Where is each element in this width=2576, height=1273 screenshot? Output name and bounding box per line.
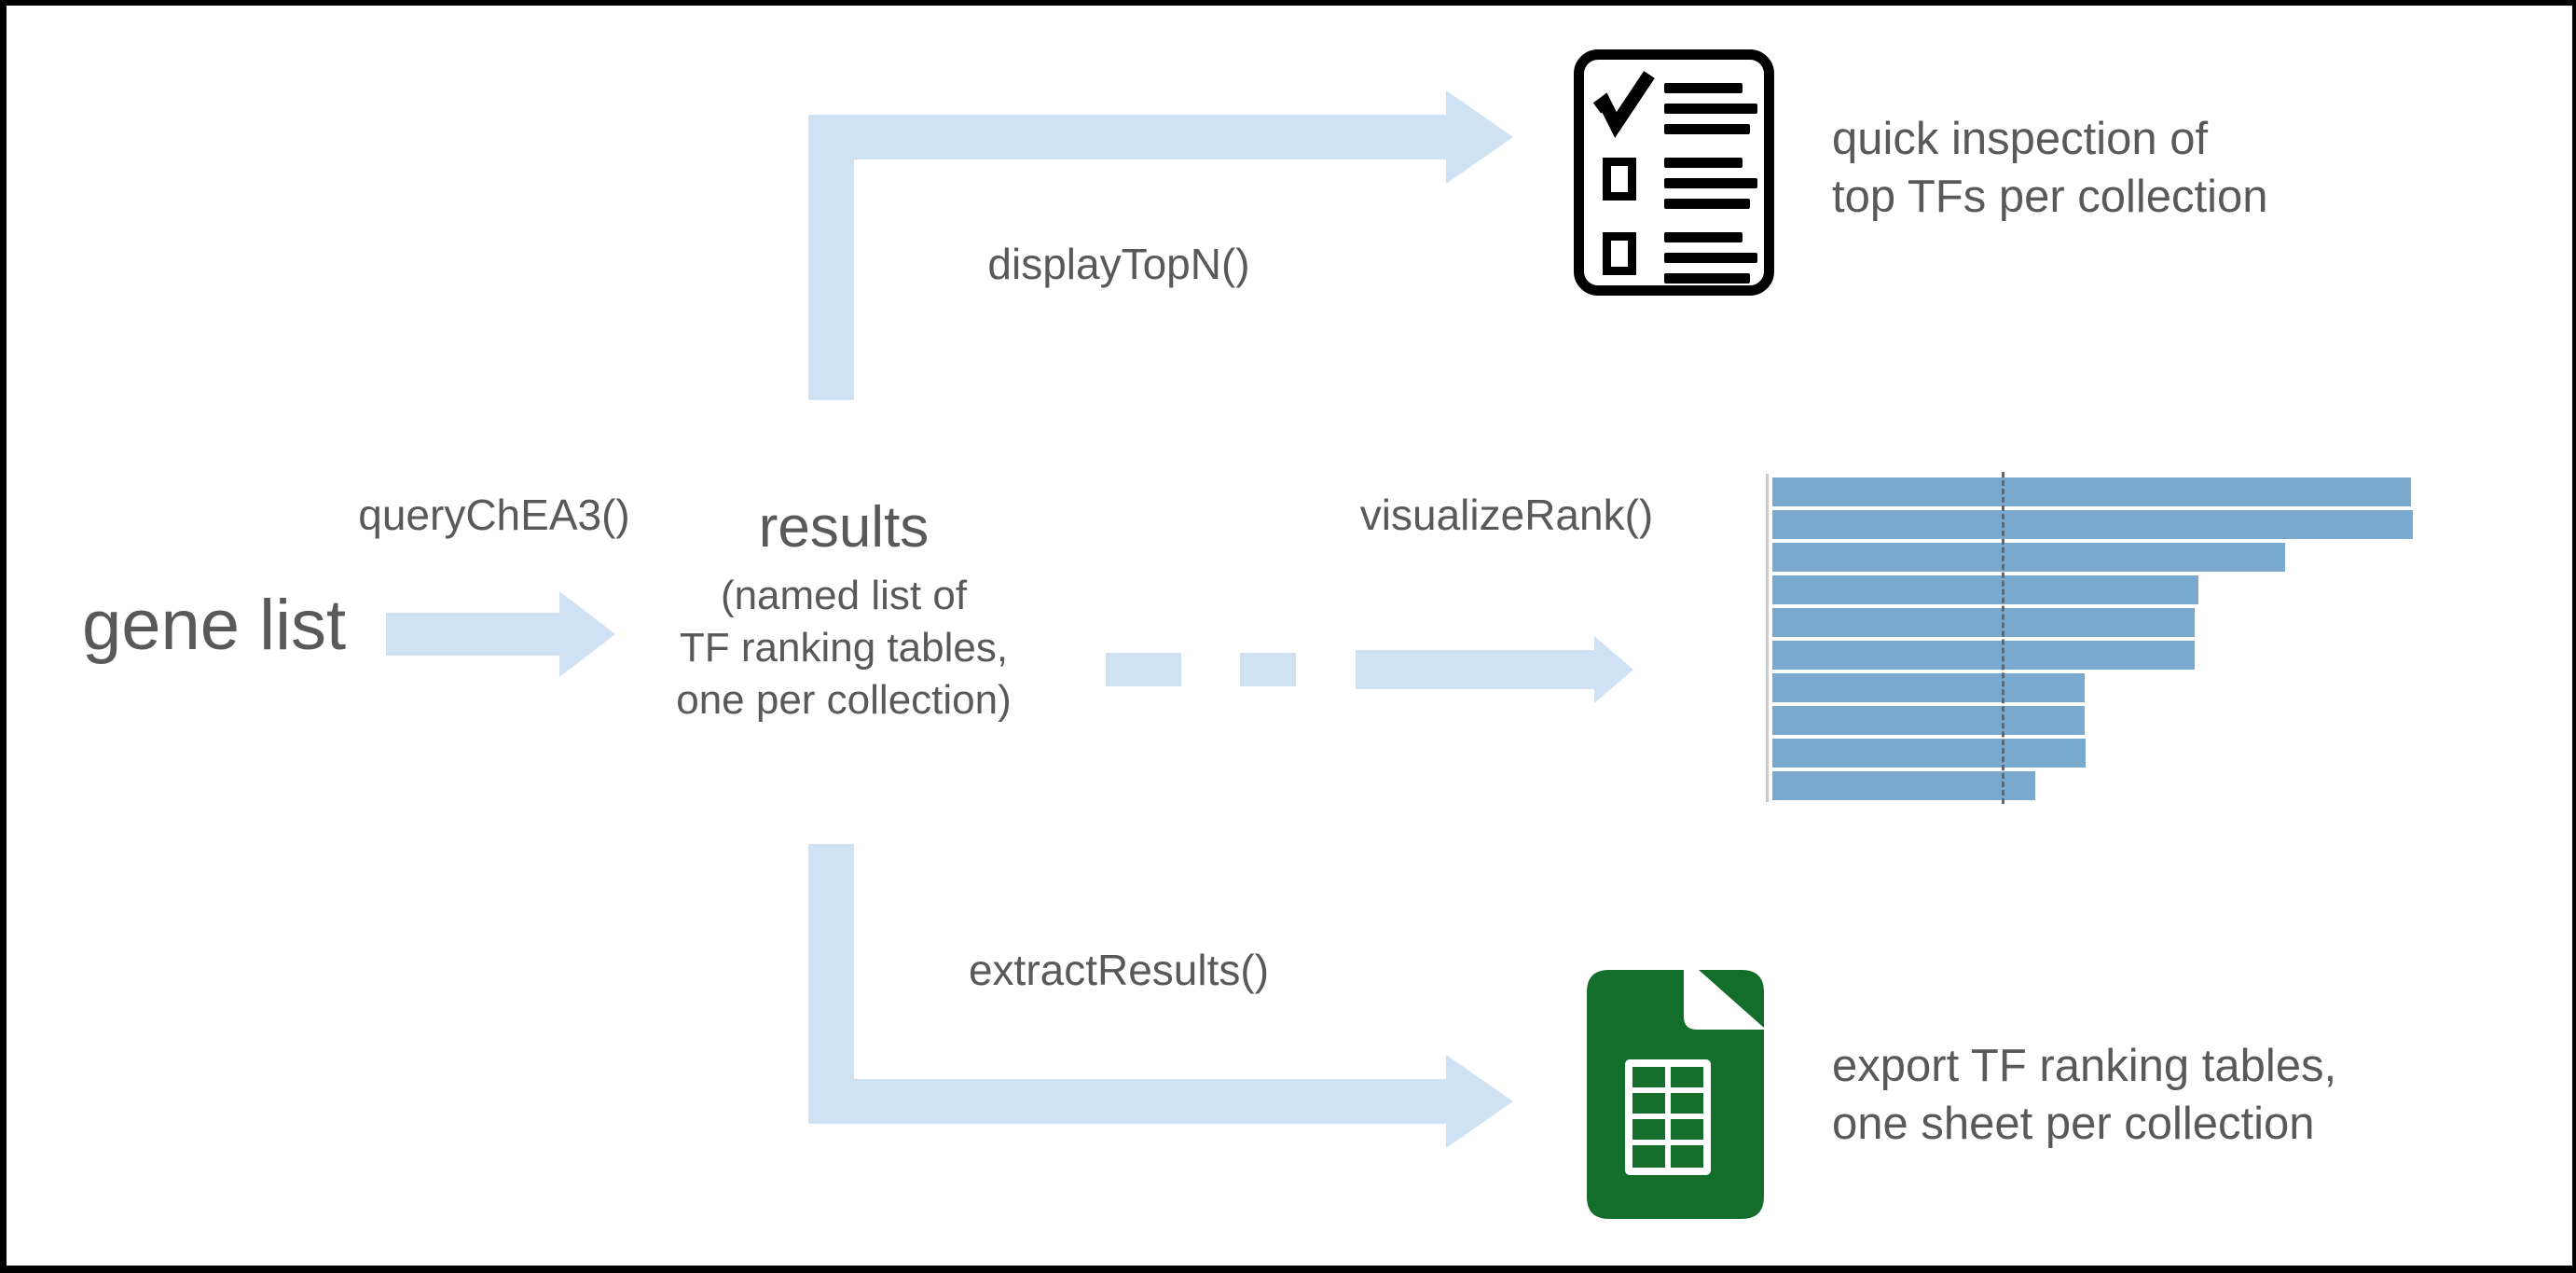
visualize-rank-arrow-shaft	[1356, 650, 1594, 689]
display-topn-arrow-head	[1446, 90, 1513, 184]
export-caption-line1: export TF ranking tables,	[1832, 1041, 2337, 1091]
checkmark-glyph	[1592, 71, 1655, 138]
results-title: results	[758, 495, 930, 560]
inspection-caption: quick inspection of top TFs per collecti…	[1832, 110, 2268, 226]
query-arrow-head	[559, 591, 615, 677]
extract-results-arrow-vertical	[808, 844, 854, 1124]
rank-bar	[1772, 543, 2285, 572]
visualize-rank-arrow-dash2	[1240, 653, 1296, 686]
rank-bar	[1772, 771, 2035, 800]
rank-bar	[1772, 641, 2196, 670]
display-topn-arrow-horizontal	[808, 115, 1446, 159]
extract-results-arrow-head	[1446, 1055, 1513, 1148]
query-arrow-shaft	[386, 613, 559, 656]
inspection-caption-line2: top TFs per collection	[1832, 172, 2268, 222]
export-caption-line2: one sheet per collection	[1832, 1099, 2315, 1149]
display-topn-arrow-vertical	[808, 115, 854, 400]
results-node: results (named list of TF ranking tables…	[611, 495, 1077, 726]
visualize-rank-function-label: visualizeRank()	[1359, 491, 1654, 539]
chart-y-axis	[1766, 474, 1769, 802]
rank-bar	[1772, 510, 2413, 539]
query-function-label: queryChEA3()	[358, 491, 630, 539]
visualize-rank-arrow-head	[1594, 636, 1633, 703]
rank-bar	[1772, 608, 2196, 637]
slide-canvas: gene list queryChEA3() results (named li…	[7, 6, 2572, 1266]
inspection-caption-line1: quick inspection of	[1832, 114, 2209, 164]
rank-bar	[1772, 739, 2086, 768]
results-subtitle-line2: TF ranking tables,	[679, 625, 1009, 671]
display-topn-function-label: displayTopN()	[987, 240, 1250, 288]
results-subtitle-line1: (named list of	[720, 573, 968, 618]
rank-bar	[1772, 706, 2086, 735]
sheet-folded-corner	[1699, 970, 1764, 1028]
spreadsheet-icon	[1587, 970, 1764, 1219]
rank-bar	[1772, 477, 2411, 506]
rank-bar-chart	[1766, 472, 2418, 808]
results-subtitle-line3: one per collection)	[676, 677, 1012, 723]
rank-bar	[1772, 575, 2198, 604]
chart-reference-line	[2001, 472, 2004, 804]
sheet-table-cells	[1632, 1067, 1703, 1168]
export-caption: export TF ranking tables, one sheet per …	[1832, 1037, 2336, 1153]
checklist-icon	[1574, 49, 1774, 296]
extract-results-function-label: extractResults()	[968, 946, 1270, 994]
chart-bars	[1772, 477, 2413, 804]
gene-list-label: gene list	[82, 586, 347, 665]
rank-bar	[1772, 673, 2086, 702]
visualize-rank-arrow-dash1	[1106, 653, 1181, 686]
extract-results-arrow-horizontal	[808, 1079, 1446, 1124]
